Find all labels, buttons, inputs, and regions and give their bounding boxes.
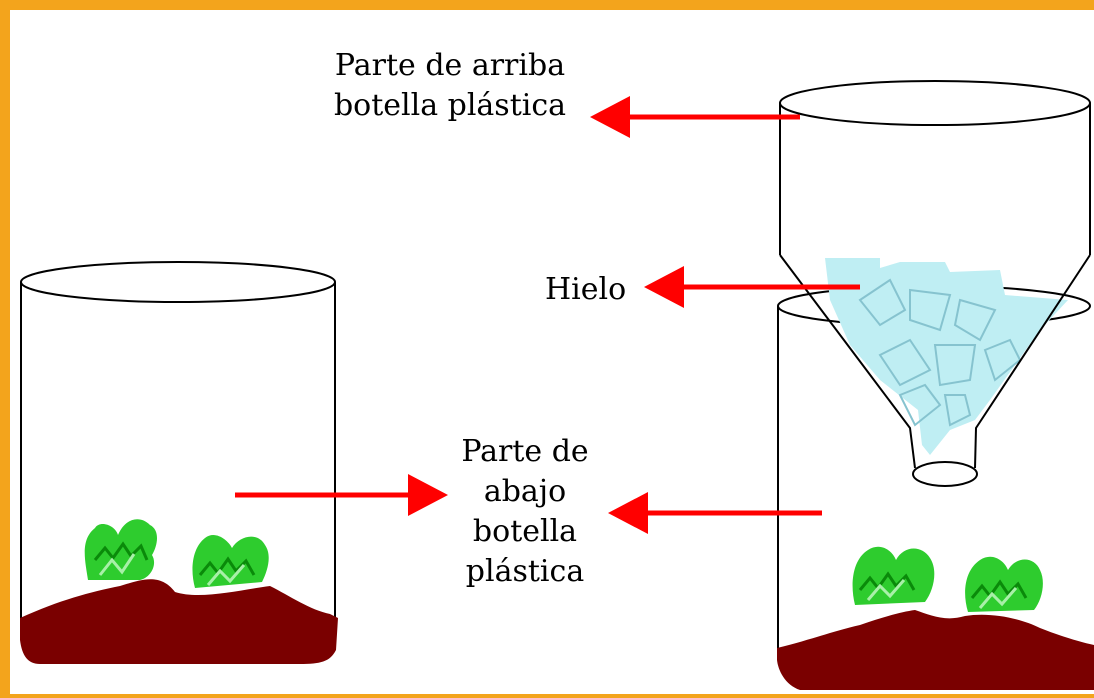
right-plant-1 <box>852 546 935 605</box>
label-bottom-bottle-line2: abajo <box>483 474 567 509</box>
label-ice: Hielo <box>545 272 627 307</box>
label-top-bottle-line1: Parte de arriba <box>334 48 566 83</box>
label-bottom-bottle: Parte de abajo botella plástica <box>440 432 610 592</box>
right-plant-2 <box>965 556 1043 612</box>
label-top-bottle-line2: botella plástica <box>333 88 567 123</box>
right-bottle-top <box>779 80 1091 487</box>
left-plant-2 <box>192 535 269 588</box>
left-bottle-bottom <box>20 261 338 664</box>
arrow-right-bottom <box>608 492 822 534</box>
ice-cubes <box>825 258 1068 455</box>
label-bottom-bottle-line3: botella <box>472 514 578 549</box>
left-plant-1 <box>84 519 157 580</box>
label-bottom-bottle-line4: plástica <box>465 554 585 589</box>
label-bottom-bottle-line1: Parte de <box>461 434 589 469</box>
label-top-bottle: Parte de arriba botella plástica <box>310 46 590 126</box>
arrow-left-bottom <box>235 474 448 516</box>
left-soil <box>20 579 338 664</box>
arrow-top-bottle <box>590 96 800 138</box>
right-soil <box>777 610 1094 690</box>
arrow-ice <box>644 266 860 308</box>
